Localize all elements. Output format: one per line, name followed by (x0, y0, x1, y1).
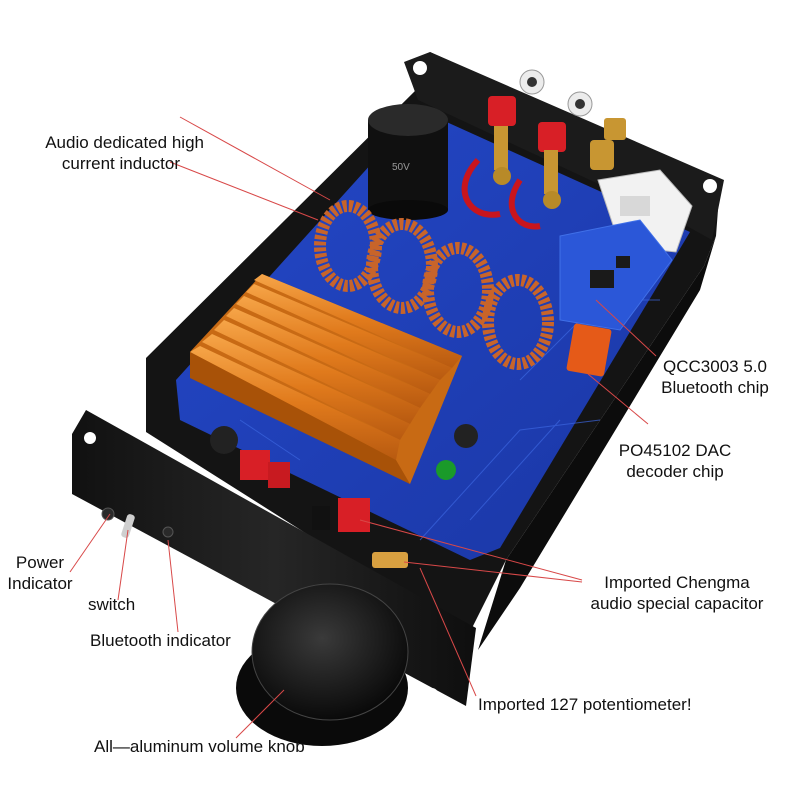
callout-dac-line2: decoder chip (626, 462, 724, 481)
bluetooth-indicator-led (162, 526, 174, 538)
callout-volume-knob: All—aluminum volume knob (94, 737, 305, 756)
small-components (210, 424, 478, 568)
callout-power-indicator-line1: Power (15, 553, 65, 572)
pcb-board (176, 110, 690, 560)
callout-dac: PO45102 DAC decoder chip (600, 440, 750, 482)
main-capacitor: 50V (368, 104, 448, 220)
heatsink (190, 274, 462, 484)
callout-bluetooth-chip: QCC3003 5.0 Bluetooth chip (640, 356, 790, 398)
inductors (314, 200, 554, 370)
capacitor-print: 50V (392, 162, 410, 173)
callout-bluetooth-chip-line2: Bluetooth chip (661, 378, 769, 397)
callout-inductor-line1: Audio dedicated high (45, 133, 204, 152)
callout-capacitor: Imported Chengma audio special capacitor (568, 572, 786, 614)
callout-inductor: Audio dedicated high current inductor (8, 132, 204, 174)
callout-capacitor-line1: Imported Chengma (604, 573, 750, 592)
dac-chip-relay (566, 323, 612, 377)
speaker-terminals (461, 96, 566, 230)
power-switch[interactable] (120, 513, 135, 538)
callout-power-indicator-line2: Indicator (7, 574, 73, 593)
callout-capacitor-line2: audio special capacitor (590, 594, 764, 613)
power-indicator-led (101, 507, 115, 521)
callout-power-indicator: Power Indicator (2, 552, 78, 594)
callout-bluetooth-indicator: Bluetooth indicator (90, 631, 231, 650)
callout-switch: switch (88, 595, 136, 614)
callout-lines (69, 116, 657, 739)
volume-knob[interactable] (236, 583, 409, 746)
rca-jacks (519, 69, 626, 170)
bluetooth-module (559, 219, 673, 331)
callout-bluetooth-chip-line1: QCC3003 5.0 (663, 357, 767, 376)
callout-potentiometer: Imported 127 potentiometer! (478, 695, 692, 714)
callout-inductor-line2: current inductor (61, 154, 180, 173)
callout-dac-line1: PO45102 DAC (618, 441, 732, 460)
